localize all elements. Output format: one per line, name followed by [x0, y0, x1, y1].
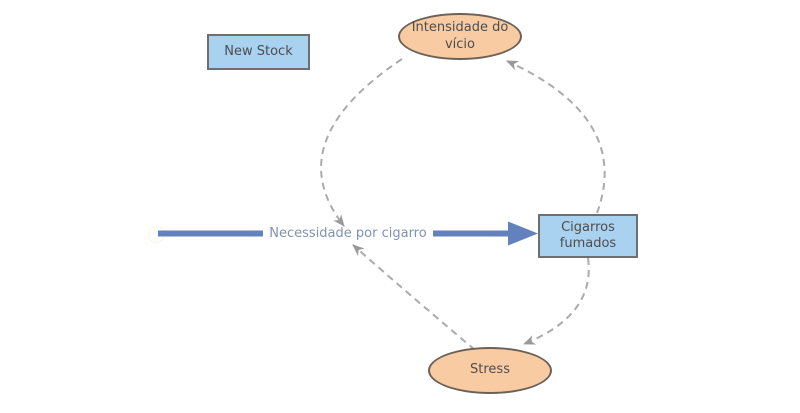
- link-stress-to-necessidade[interactable]: [352, 244, 476, 351]
- stock-node-new-stock[interactable]: New Stock: [207, 34, 310, 70]
- link-cigarros-to-intensidade[interactable]: [506, 60, 606, 214]
- variable-node-intensidade-do-vicio[interactable]: Intensidade do vício: [398, 13, 522, 60]
- stock-node-cigarros-fumados[interactable]: Cigarros fumados: [538, 214, 638, 258]
- link-intensidade-to-necessidade[interactable]: [320, 58, 403, 227]
- flow-arrowhead: [508, 221, 538, 246]
- stock-node-label: Cigarros fumados: [559, 219, 617, 251]
- variable-node-label: Stress: [470, 362, 510, 378]
- flow-label-necessidade[interactable]: Necessidade por cigarro: [263, 225, 433, 242]
- variable-node-label: Intensidade do vício: [411, 20, 509, 52]
- variable-node-stress[interactable]: Stress: [428, 347, 552, 394]
- link-cigarros-to-stress[interactable]: [523, 257, 590, 345]
- stock-node-label: New Stock: [224, 43, 293, 59]
